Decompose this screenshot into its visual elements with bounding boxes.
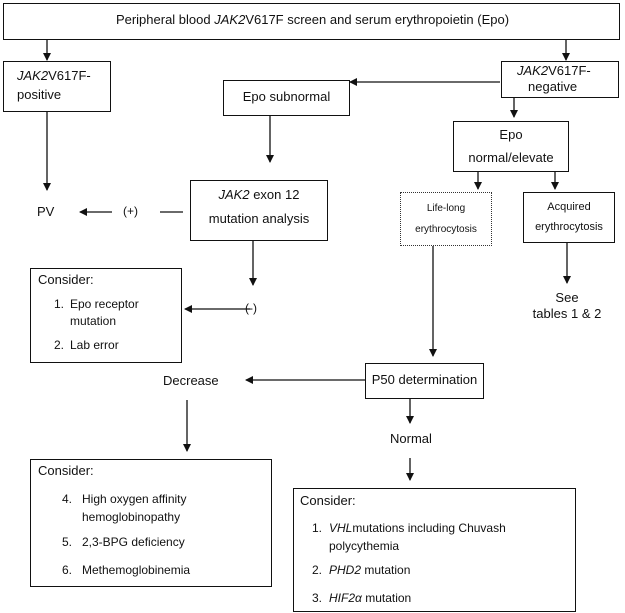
consider-box-3 [293, 488, 576, 612]
epo-subnormal-box [223, 80, 350, 116]
header-text: Peripheral blood JAK2V617F screen and se… [115, 12, 510, 27]
consider-3-title: Consider: [300, 493, 356, 508]
p50-box [365, 363, 484, 399]
lifelong-line1: Life-long [426, 203, 466, 214]
consider-3-list: 1. VHLmutations including Chuvash polycy… [312, 521, 506, 605]
header-box [3, 3, 620, 40]
see-line1: See [555, 290, 579, 305]
plus-label: (+) [123, 204, 138, 218]
jak2-negative-line2: negative [528, 79, 578, 94]
epo-normal-line1: Epo [499, 127, 523, 142]
exon12-box [190, 180, 328, 241]
jak2-negative-box [501, 61, 619, 98]
lifelong-line2: erythrocytosis [415, 224, 477, 235]
jak2-positive-line1: JAK2V617F- [17, 68, 91, 83]
acquired-line2: erythrocytosis [535, 221, 603, 233]
consider-box-2 [30, 459, 272, 587]
see-line2: tables 1 & 2 [532, 306, 602, 321]
exon12-line1: JAK2 exon 12 [218, 187, 300, 202]
decrease-label: Decrease [163, 373, 219, 388]
exon12-line2: mutation analysis [208, 211, 310, 226]
epo-normal-box [453, 121, 569, 172]
consider-2-list: 4. High oxygen affinity hemoglobinopathy… [62, 492, 191, 577]
consider-1-title: Consider: [38, 272, 94, 287]
acquired-box [523, 192, 615, 243]
lifelong-box [400, 192, 492, 246]
jak2-positive-line2: positive [17, 87, 62, 102]
jak2-negative-line1: JAK2V617F- [517, 63, 591, 78]
consider-2-title: Consider: [38, 463, 94, 478]
minus-label: (-) [245, 301, 257, 315]
normal-label: Normal [390, 431, 432, 446]
epo-subnormal-label: Epo subnormal [242, 89, 331, 104]
consider-1-list: 1. Epo receptor mutation 2. Lab error [54, 297, 139, 352]
pv-label: PV [37, 204, 55, 219]
acquired-line1: Acquired [547, 201, 591, 213]
consider-box-1 [30, 268, 182, 363]
epo-normal-line2: normal/elevate [468, 150, 554, 165]
p50-label: P50 determination [371, 372, 478, 387]
jak2-positive-box [3, 61, 111, 112]
